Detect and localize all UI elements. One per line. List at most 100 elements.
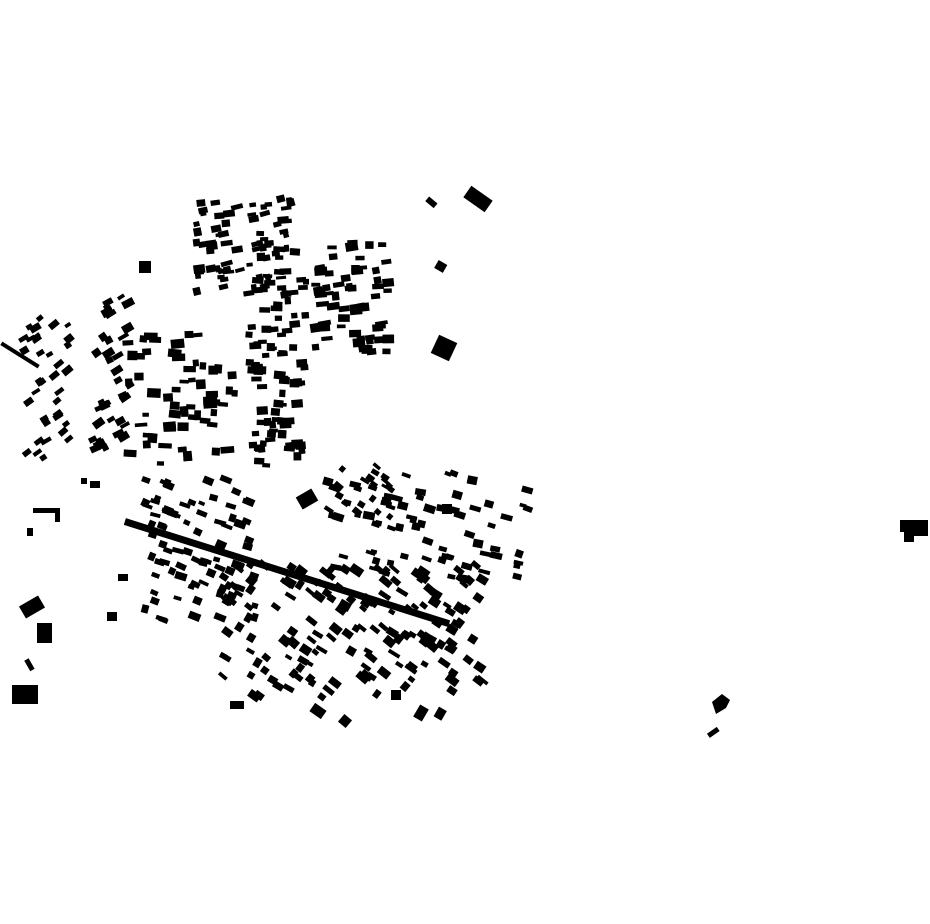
building [385, 512, 394, 521]
building [271, 250, 281, 257]
building [18, 595, 46, 619]
building [195, 379, 206, 390]
building [364, 650, 378, 664]
building [394, 522, 405, 532]
building [217, 671, 228, 681]
building [33, 508, 60, 522]
building [31, 387, 41, 396]
building [282, 683, 295, 694]
building [305, 586, 316, 598]
building [219, 276, 229, 283]
building [261, 652, 272, 663]
building [106, 415, 116, 424]
building [153, 494, 162, 502]
building [117, 390, 128, 400]
building [261, 325, 272, 333]
building [421, 555, 433, 563]
building [179, 379, 189, 384]
building [279, 228, 289, 235]
building [356, 623, 367, 633]
building [322, 684, 335, 696]
building [338, 305, 350, 313]
building [258, 339, 267, 345]
building [61, 420, 71, 428]
building [142, 432, 156, 439]
building [349, 303, 359, 310]
building [413, 704, 429, 722]
building [259, 440, 267, 447]
building [32, 335, 43, 344]
building [270, 407, 281, 416]
building [336, 324, 346, 329]
building [193, 264, 206, 274]
building [332, 281, 345, 289]
building [322, 283, 331, 292]
building [370, 293, 381, 300]
building [323, 505, 335, 515]
building [407, 675, 416, 684]
building [314, 263, 326, 271]
building [230, 701, 244, 709]
building [328, 253, 338, 261]
building [382, 634, 397, 649]
building [349, 329, 362, 338]
building [24, 658, 35, 672]
building [28, 322, 42, 334]
building [470, 560, 482, 571]
road-segment [123, 518, 451, 628]
building [279, 389, 286, 398]
building [407, 660, 419, 671]
building [47, 318, 60, 331]
building [422, 503, 437, 515]
building [447, 573, 456, 580]
building [369, 624, 381, 635]
building [478, 568, 491, 576]
building [171, 386, 181, 393]
building [52, 396, 62, 406]
building [399, 552, 409, 561]
building [292, 378, 303, 387]
building [382, 492, 392, 503]
building [453, 564, 465, 576]
building [37, 623, 52, 643]
building [141, 348, 152, 356]
building [373, 507, 382, 516]
building [352, 337, 366, 348]
building [476, 674, 489, 686]
building [118, 574, 128, 581]
building [326, 301, 341, 311]
building [483, 499, 495, 509]
building [381, 258, 392, 265]
building [521, 485, 534, 495]
building [372, 462, 382, 471]
building [466, 475, 478, 486]
building [273, 370, 286, 380]
building [218, 571, 230, 582]
building [260, 237, 269, 242]
building [407, 630, 417, 639]
building [306, 635, 317, 645]
building [205, 264, 217, 274]
building [289, 248, 301, 256]
building [45, 350, 54, 358]
building [220, 446, 235, 454]
building [341, 627, 355, 640]
building [211, 447, 221, 456]
building [192, 359, 200, 367]
building [116, 430, 131, 443]
building [187, 414, 197, 421]
building [389, 575, 402, 587]
building [355, 255, 365, 261]
building [311, 282, 321, 287]
building [371, 266, 381, 275]
building [349, 308, 363, 316]
building [354, 265, 368, 271]
building [91, 416, 106, 430]
building [444, 470, 452, 477]
building [99, 399, 112, 410]
building [175, 561, 187, 572]
building [162, 393, 174, 402]
building [284, 591, 297, 602]
building [12, 685, 38, 704]
